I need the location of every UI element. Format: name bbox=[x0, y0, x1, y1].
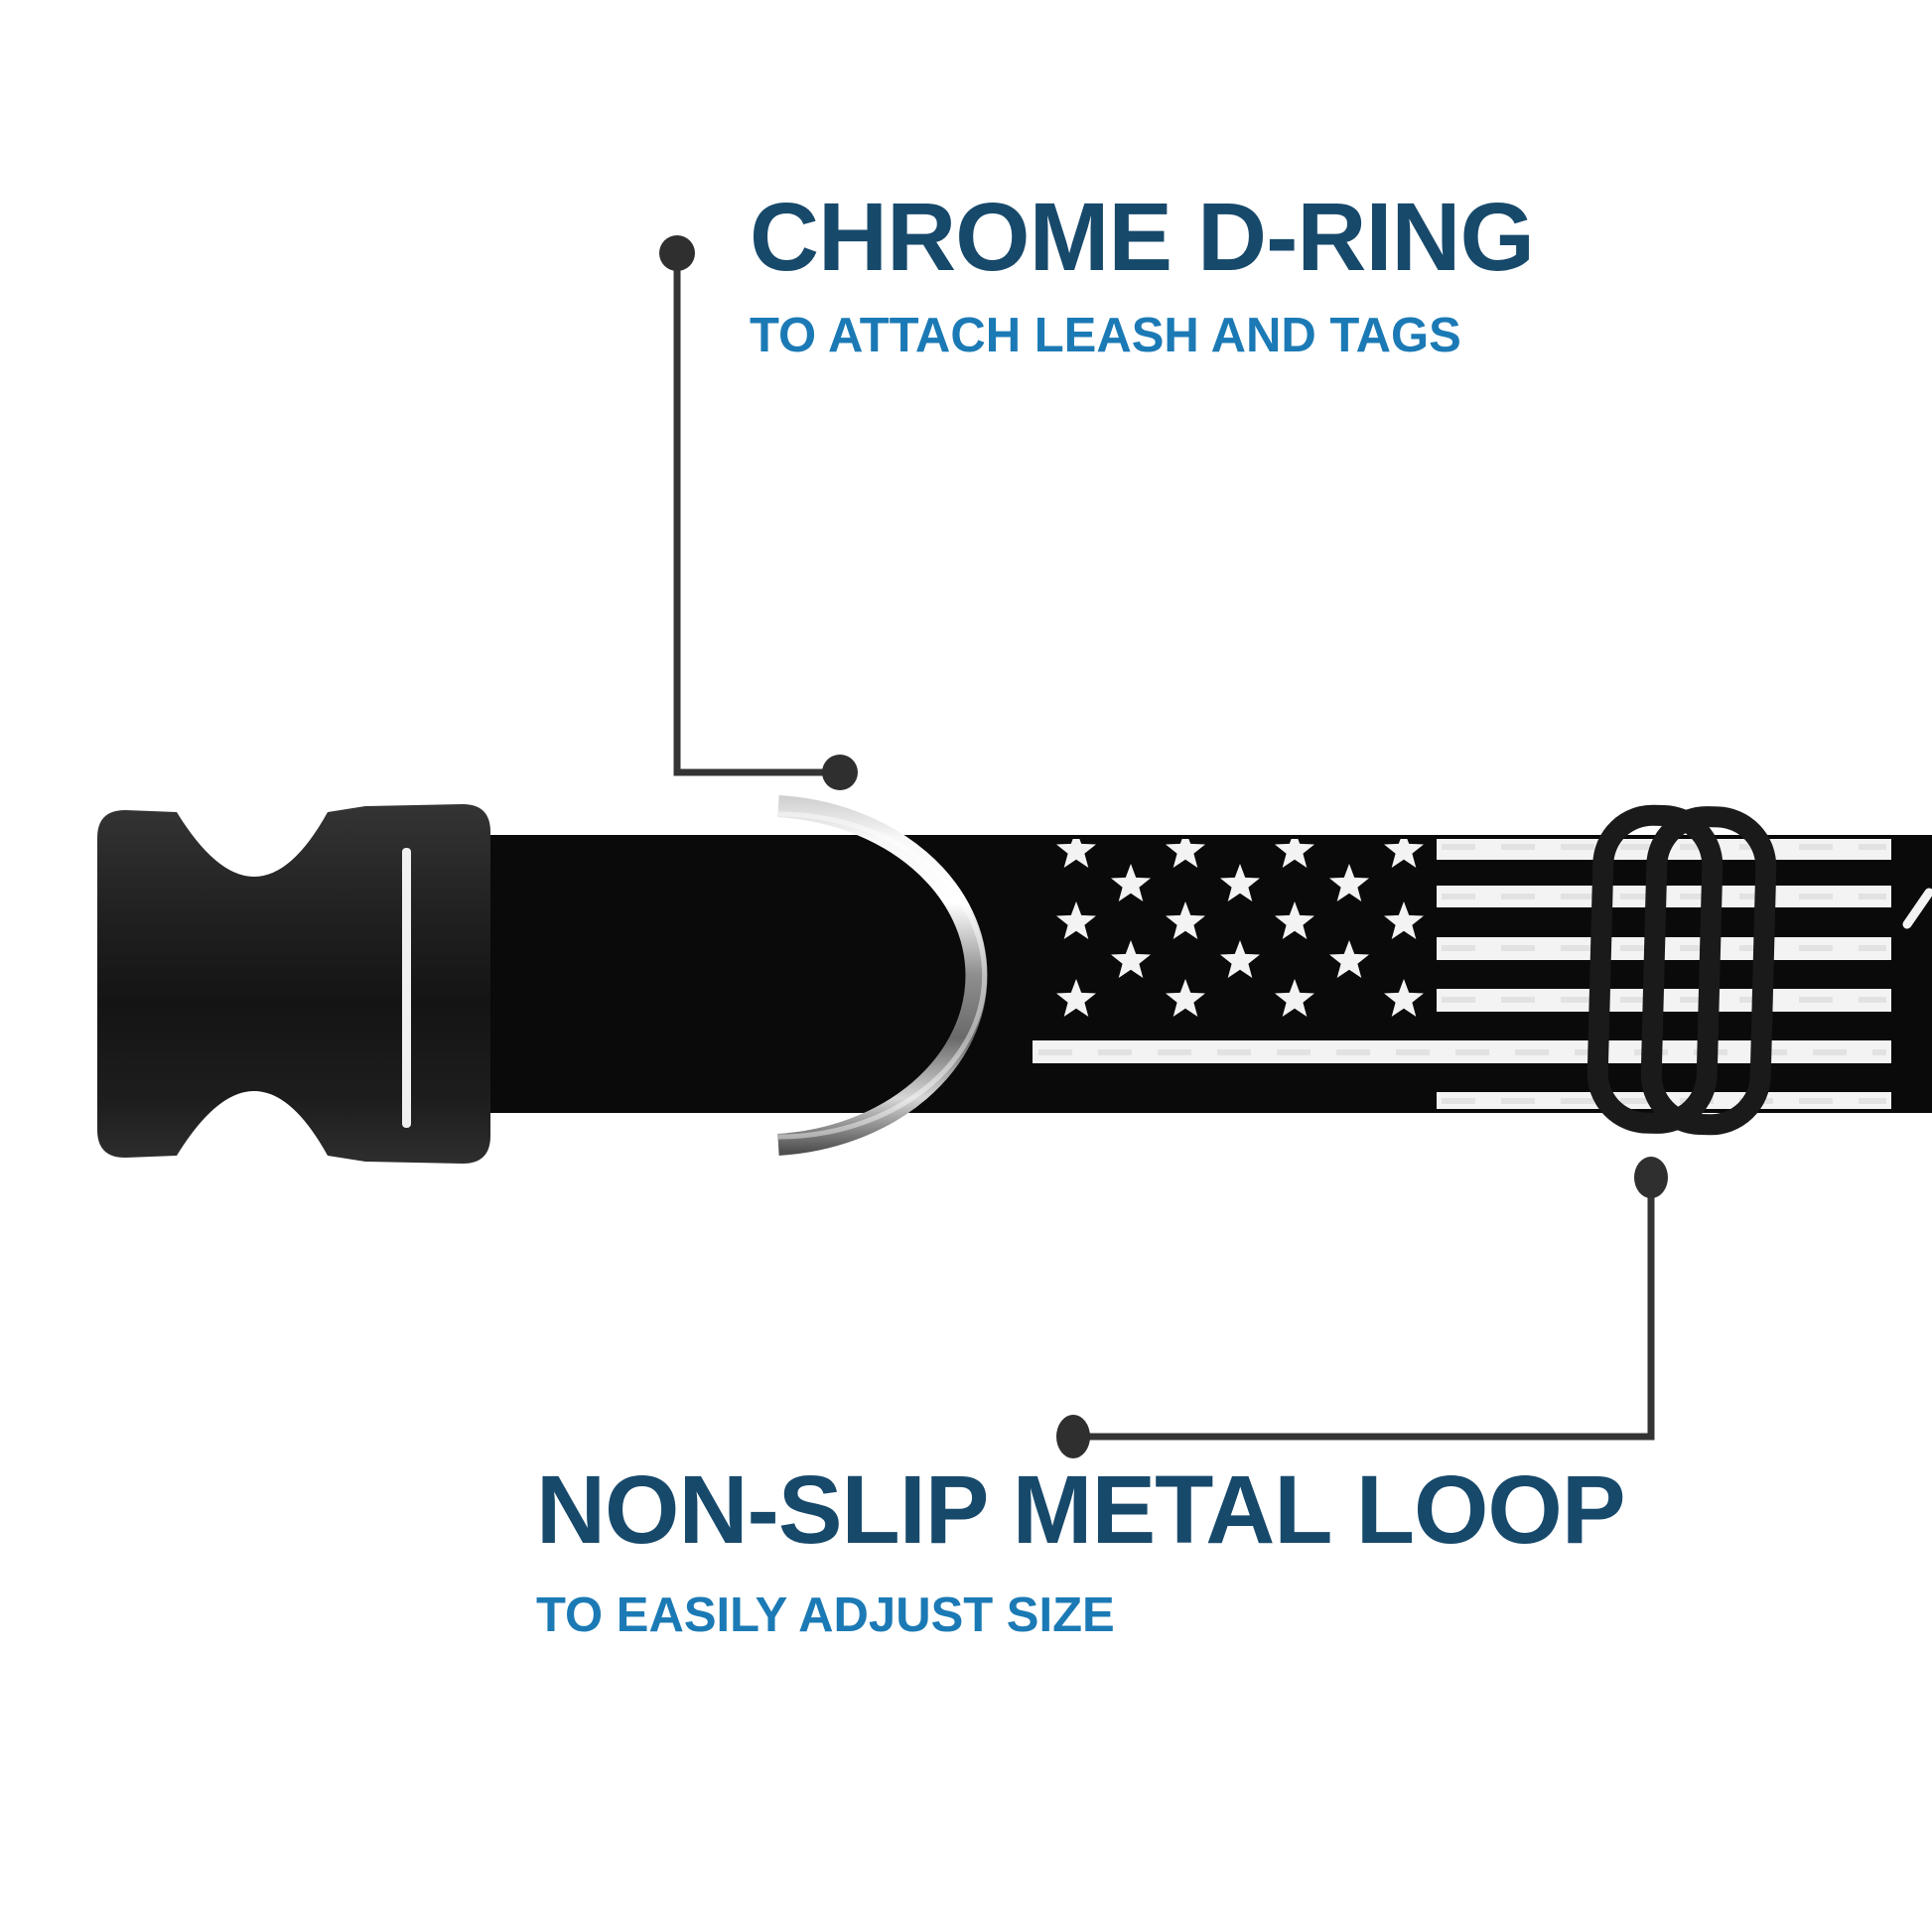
buckle-body bbox=[97, 804, 490, 1164]
leader-line-slider bbox=[1056, 1157, 1668, 1458]
dog-collar bbox=[97, 795, 1932, 1164]
leader-dot-slider-text bbox=[1056, 1415, 1090, 1458]
d-ring-bow bbox=[777, 795, 988, 1156]
stripe-texture bbox=[1038, 844, 1886, 1104]
callout-loop-subtitle: TO EASILY ADJUST SIZE bbox=[536, 1588, 1115, 1642]
slider-left-loop bbox=[1587, 804, 1724, 1134]
leader-line-dring bbox=[659, 235, 858, 790]
partial-star-mark bbox=[1902, 888, 1932, 929]
d-ring-highlight bbox=[777, 811, 988, 1140]
slider-right-loop bbox=[1640, 806, 1777, 1136]
callout-loop-title: NON-SLIP METAL LOOP bbox=[536, 1455, 1626, 1564]
webbing-strap bbox=[407, 835, 1932, 1113]
callout-dring-subtitle: TO ATTACH LEASH AND TAGS bbox=[750, 309, 1461, 362]
leader-line-dring-path bbox=[673, 253, 840, 776]
leader-dot-slider-part bbox=[1634, 1157, 1668, 1198]
leader-line-slider-path bbox=[1073, 1177, 1655, 1441]
metal-slider-loop bbox=[1587, 804, 1777, 1136]
callout-dring-title: CHROME D-RING bbox=[750, 183, 1535, 291]
chrome-d-ring bbox=[777, 795, 988, 1156]
side-release-buckle bbox=[97, 804, 490, 1164]
leader-dot-dring-text bbox=[659, 235, 695, 271]
callout-loop: NON-SLIP METAL LOOP TO EASILY ADJUST SIZ… bbox=[536, 1455, 1626, 1642]
buckle-slot-gap bbox=[402, 848, 411, 1128]
leader-dot-dring-part bbox=[822, 755, 858, 790]
callout-dring: CHROME D-RING TO ATTACH LEASH AND TAGS bbox=[750, 183, 1535, 362]
